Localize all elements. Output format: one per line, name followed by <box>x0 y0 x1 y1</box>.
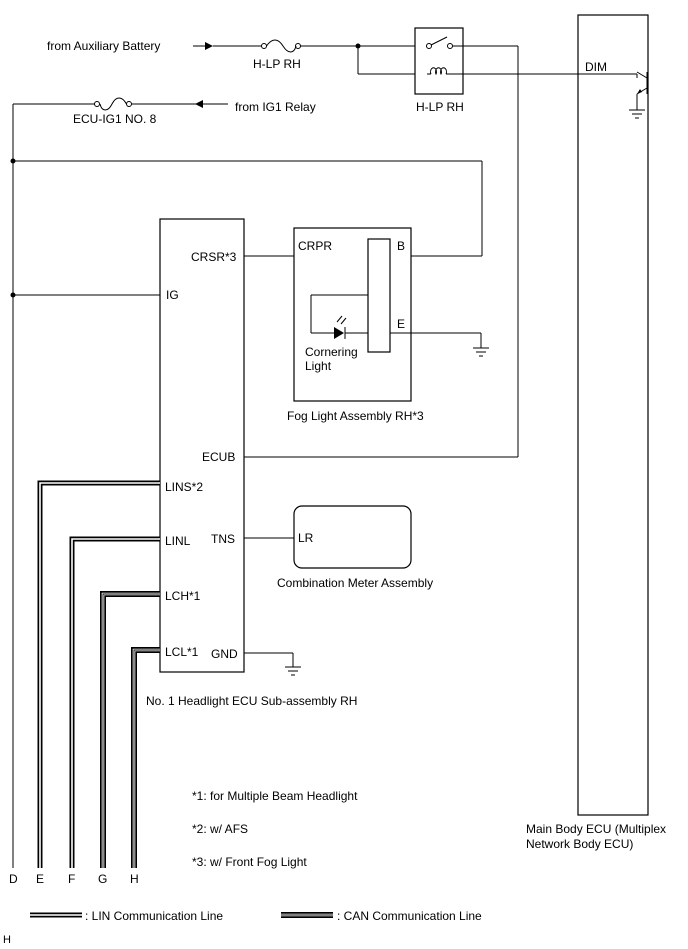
fog-light-inner <box>367 238 391 353</box>
fuse-ecu-ig1-label: ECU-IG1 NO. 8 <box>73 112 157 126</box>
main-body-ecu-name-2: Network Body ECU) <box>526 837 633 851</box>
headlight-ecu-name: No. 1 Headlight ECU Sub-assembly RH <box>146 694 357 708</box>
connector-d: D <box>9 872 18 886</box>
corner-mark: H <box>3 934 11 946</box>
pin-crsr: CRSR*3 <box>191 250 237 264</box>
fuse-hlp-rh-icon <box>261 39 301 53</box>
pin-ig: IG <box>166 288 179 302</box>
headlight-ecu-box <box>159 218 245 673</box>
connector-g: G <box>98 872 107 886</box>
connector-e: E <box>36 872 44 886</box>
note-2: *2: w/ AFS <box>192 822 248 836</box>
main-body-ecu-box <box>577 14 649 816</box>
fog-pin-b: B <box>397 239 405 253</box>
connector-h: H <box>130 872 139 886</box>
pin-gnd: GND <box>211 647 238 661</box>
fuse-hlp-rh-label: H-LP RH <box>253 57 301 71</box>
dim-transistor-symbol <box>629 71 648 119</box>
note-3: *3: w/ Front Fog Light <box>192 855 307 869</box>
meter-name: Combination Meter Assembly <box>277 576 433 590</box>
relay-coil-icon <box>427 67 452 76</box>
relay-hlp-rh-box <box>414 27 464 95</box>
fog-pin-crpr: CRPR <box>298 239 332 253</box>
pin-linl: LINL <box>165 534 191 548</box>
bus-h-lcl <box>131 647 160 868</box>
fog-pin-e: E <box>397 317 405 331</box>
relay-hlp-rh-label: H-LP RH <box>416 100 464 114</box>
main-body-ecu-name-1: Main Body ECU (Multiplex <box>526 822 666 836</box>
note-1: *1: for Multiple Beam Headlight <box>192 789 358 803</box>
fog-ground-icon <box>390 332 489 357</box>
meter-pin-lr: LR <box>298 531 314 545</box>
pin-lch: LCH*1 <box>165 589 201 603</box>
bus-e-lins <box>37 480 160 868</box>
pin-ecub: ECUB <box>202 450 235 464</box>
legend-can-label: : CAN Communication Line <box>337 909 482 923</box>
cornering-light-label-2: Light <box>305 359 332 373</box>
legend-lin-label: : LIN Communication Line <box>85 909 223 923</box>
ig1-relay-source: from IG1 Relay <box>235 100 316 114</box>
ig1-relay-arrow-icon <box>195 100 228 108</box>
aux-battery-source: from Auxiliary Battery <box>47 39 160 53</box>
pin-lcl: LCL*1 <box>165 645 199 659</box>
connector-f: F <box>68 872 75 886</box>
dim-pin-label: DIM <box>585 60 607 74</box>
bus-g-lch <box>100 591 160 868</box>
bus-f-linl <box>69 536 160 868</box>
led-icon <box>310 294 368 339</box>
fog-light-box <box>293 227 412 402</box>
fog-light-name: Fog Light Assembly RH*3 <box>287 409 424 423</box>
fuse-ecu-ig1-icon <box>94 97 132 111</box>
ecu-ground-icon <box>244 652 301 676</box>
pin-tns: TNS <box>211 532 235 546</box>
pin-lins: LINS*2 <box>165 480 203 494</box>
cornering-light-label-1: Cornering <box>305 345 358 359</box>
meter-box <box>293 505 412 569</box>
aux-battery-arrow-icon <box>193 42 213 50</box>
